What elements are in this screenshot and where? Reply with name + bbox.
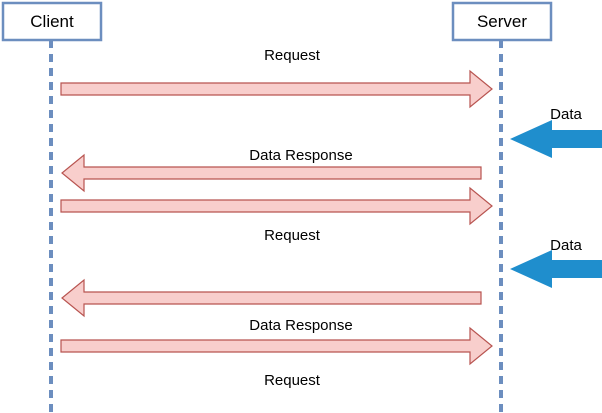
message-label-data-response-1: Data Response (249, 147, 352, 164)
data-input-arrow-1[interactable] (510, 120, 602, 158)
arrow-shape (61, 278, 482, 318)
participant-label: Server (477, 12, 527, 31)
participant-box (451, 1, 553, 42)
participant-label: Client (30, 12, 74, 31)
arrow-shape (510, 250, 602, 288)
data-input-label-2: Data (550, 237, 582, 254)
arrow-shape (60, 69, 493, 109)
message-arrow-data-response-2[interactable] (61, 278, 482, 318)
arrow-shape (60, 326, 493, 366)
message-arrow-data-response-1[interactable] (61, 153, 482, 193)
message-label-request-2: Request (264, 227, 321, 244)
message-arrow-request-1[interactable] (60, 69, 493, 109)
participant-server[interactable]: Server (451, 1, 553, 42)
data-input-arrow-2[interactable] (510, 250, 602, 288)
message-arrow-request-3[interactable] (60, 326, 493, 366)
message-label-request-3: Request (264, 372, 321, 389)
lifelines-group (49, 40, 503, 413)
arrow-shape (60, 186, 493, 226)
message-label-data-response-2: Data Response (249, 317, 352, 334)
message-arrow-request-2[interactable] (60, 186, 493, 226)
arrow-shape (61, 153, 482, 193)
arrow-shape (510, 120, 602, 158)
data-input-label-1: Data (550, 106, 582, 123)
participant-client[interactable]: Client (1, 1, 103, 42)
participant-box (1, 1, 103, 42)
message-label-request-1: Request (264, 47, 321, 64)
